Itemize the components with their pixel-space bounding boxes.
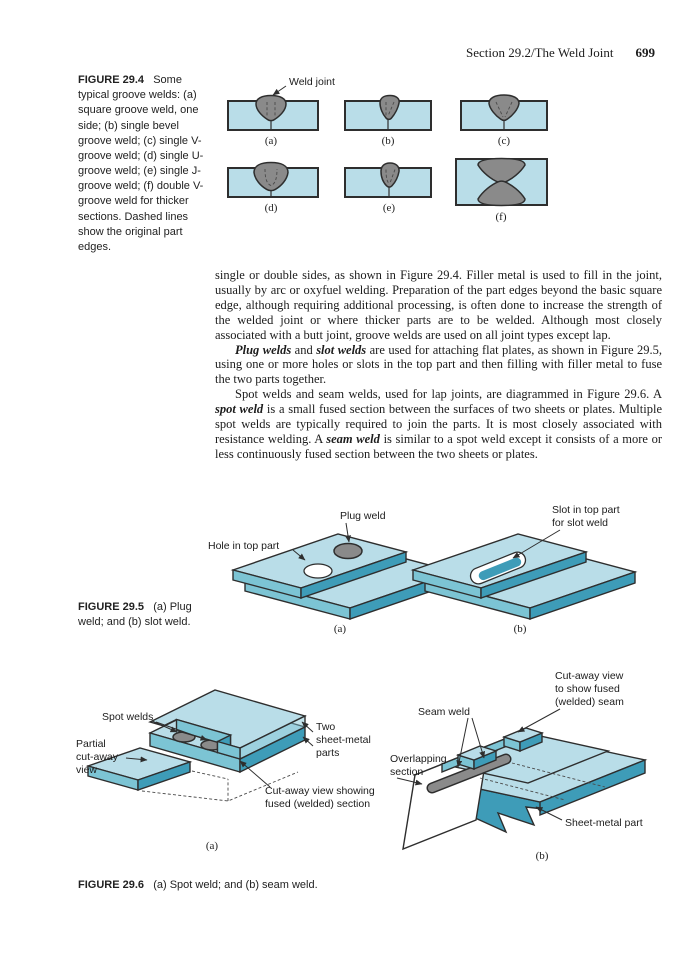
figure-29-4-caption-text: Some typical groove welds: (a) square gr… [78, 74, 204, 253]
slot-in-top-part [469, 551, 527, 585]
page-number: 699 [635, 45, 656, 60]
spot-welds-arrow-1 [151, 720, 178, 733]
cutaway-view-line2: fused (welded) section [265, 798, 370, 810]
sublabel-6a: (a) [206, 840, 219, 852]
cutaway-seam-arrow [517, 708, 561, 733]
groove-weld-b: (b) [344, 94, 432, 147]
figure-29-4-caption: FIGURE 29.4 Some typical groove welds: (… [78, 73, 215, 255]
sublabel-5a: (a) [334, 623, 347, 635]
overlapping-arrow [396, 777, 423, 786]
hole-label: Hole in top part [208, 540, 279, 552]
spot-welds-arrow-2 [155, 721, 208, 741]
plug-weld-label: Plug weld [340, 510, 386, 522]
sublabel-f: (f) [496, 211, 507, 223]
figure-29-5-caption: FIGURE 29.5 (a) Plug weld; and (b) slot … [78, 600, 218, 630]
section-title: Section 29.2/The Weld Joint [466, 45, 614, 60]
cutaway-view-arrow [239, 760, 271, 788]
paragraph-2: Plug welds and slot welds are used for a… [215, 342, 662, 387]
sublabel-d: (d) [265, 202, 278, 214]
seam-weld-diagram: Seam weld Cut-away view to show fused (w… [390, 670, 648, 862]
partial-cutaway-line3: view [76, 764, 97, 776]
figure-29-5-artwork: Plug weld Hole in top part (a) Slot in t… [208, 504, 638, 635]
sublabel-5b: (b) [514, 623, 527, 635]
partial-cutaway-line1: Partial [76, 738, 106, 750]
groove-weld-d: (d) [227, 161, 319, 214]
overlapping-line1: Overlapping [390, 753, 447, 765]
figure-29-6-caption-text: (a) Spot weld; and (b) seam weld. [153, 879, 318, 891]
sheet-metal-part-arrow [535, 806, 563, 821]
figure-29-4-caption-label: FIGURE 29.4 [78, 74, 145, 86]
plug-weld-arrow [345, 522, 351, 543]
cutaway-seam-line2: to show fused [555, 683, 620, 695]
figure-29-6-caption: FIGURE 29.6 (a) Spot weld; and (b) seam … [78, 878, 498, 893]
two-parts-arrow-1 [301, 721, 314, 733]
seam-weld-arrow-2 [471, 717, 486, 759]
figure-29-4-artwork: Weld joint (a) (b) (c) [227, 76, 548, 223]
sublabel-b: (b) [382, 135, 395, 147]
cutaway-dashed-outline [141, 771, 299, 802]
groove-weld-f: (f) [455, 157, 548, 223]
cutaway-seam-line1: Cut-away view [555, 670, 624, 682]
cutaway-view-line1: Cut-away view showing [265, 785, 375, 797]
two-parts-line1: Two [316, 721, 335, 733]
seam-weld-arrow-1 [456, 717, 469, 768]
slot-arrow [512, 529, 561, 559]
hole-arrow [292, 549, 306, 561]
groove-weld-e: (e) [344, 162, 432, 214]
paragraph-1: single or double sides, as shown in Figu… [215, 268, 662, 342]
two-parts-arrow-2 [302, 736, 314, 747]
sublabel-a: (a) [265, 135, 278, 147]
weld-joint-arrow [272, 85, 287, 96]
groove-weld-a: (a) [227, 94, 319, 147]
figure-29-5-caption-label: FIGURE 29.5 [78, 601, 145, 613]
plug-weld-bead [333, 542, 363, 560]
overlapping-line2: section [390, 766, 423, 778]
sublabel-6b: (b) [536, 850, 549, 862]
spot-weld-diagram: Spot welds Partial cut-away view Two she… [76, 689, 375, 852]
two-parts-line3: parts [316, 747, 339, 759]
seam-weld-label: Seam weld [418, 706, 470, 718]
body-text: single or double sides, as shown in Figu… [215, 268, 662, 462]
groove-weld-c: (c) [460, 94, 548, 147]
spot-welds-label: Spot welds [102, 711, 153, 723]
hole-in-top-part [303, 563, 333, 579]
figure-29-5-caption-text: (a) Plug weld; and (b) slot weld. [78, 601, 192, 629]
paragraph-3: Spot welds and seam welds, used for lap … [215, 387, 663, 461]
slot-label-line2: for slot weld [552, 517, 608, 529]
partial-cutaway-line2: cut-away [76, 751, 119, 763]
weld-joint-label: Weld joint [289, 76, 335, 88]
cutaway-seam-line3: (welded) seam [555, 696, 624, 708]
slot-label-line1: Slot in top part [552, 504, 620, 516]
running-head: Section 29.2/The Weld Joint 699 [466, 45, 655, 61]
two-parts-line2: sheet-metal [316, 734, 371, 746]
sublabel-c: (c) [498, 135, 511, 147]
partial-cutaway-arrow [125, 756, 148, 763]
sheet-metal-part-label: Sheet-metal part [565, 817, 643, 829]
figure-29-6-artwork: Spot welds Partial cut-away view Two she… [76, 670, 648, 862]
figure-29-6-caption-label: FIGURE 29.6 [78, 879, 145, 891]
sublabel-e: (e) [383, 202, 396, 214]
slot-weld-diagram: Slot in top part for slot weld (b) [410, 504, 638, 635]
seam-weld-rod [428, 755, 510, 792]
cutaway-block [455, 745, 499, 771]
